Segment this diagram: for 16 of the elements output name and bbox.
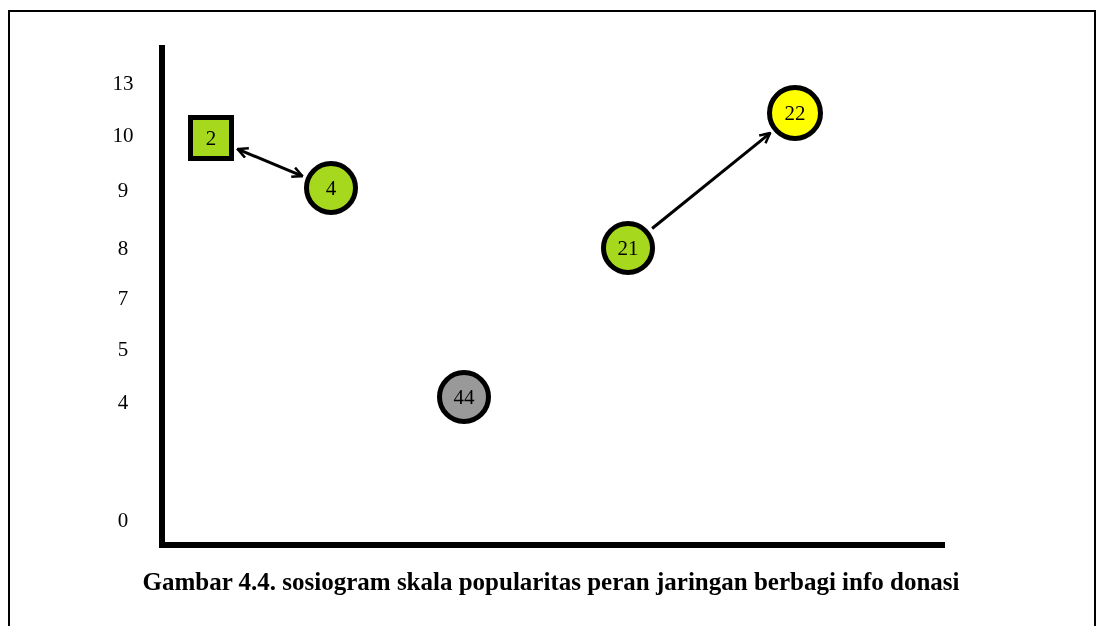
axis-tick-label: 10 bbox=[111, 123, 135, 148]
circle-node: 44 bbox=[437, 370, 491, 424]
circle-node: 22 bbox=[767, 85, 823, 141]
axis-tick-label: 4 bbox=[116, 390, 130, 415]
caption: Gambar 4.4. sosiogram skala popularitas peran jaringan berbagi info donasi bbox=[141, 568, 961, 596]
axis-tick-label: 0 bbox=[116, 508, 130, 533]
square-node: 2 bbox=[188, 115, 234, 161]
axis-tick-label: 13 bbox=[111, 71, 135, 96]
axis-tick-label: 9 bbox=[116, 178, 130, 203]
circle-node: 4 bbox=[304, 161, 358, 215]
arrow bbox=[236, 147, 304, 179]
axis-tick-label: 5 bbox=[116, 337, 130, 362]
axis-tick-label: 7 bbox=[116, 286, 130, 311]
arrow bbox=[651, 131, 772, 230]
axis-tick-label: 8 bbox=[116, 236, 130, 261]
circle-node: 21 bbox=[601, 221, 655, 275]
